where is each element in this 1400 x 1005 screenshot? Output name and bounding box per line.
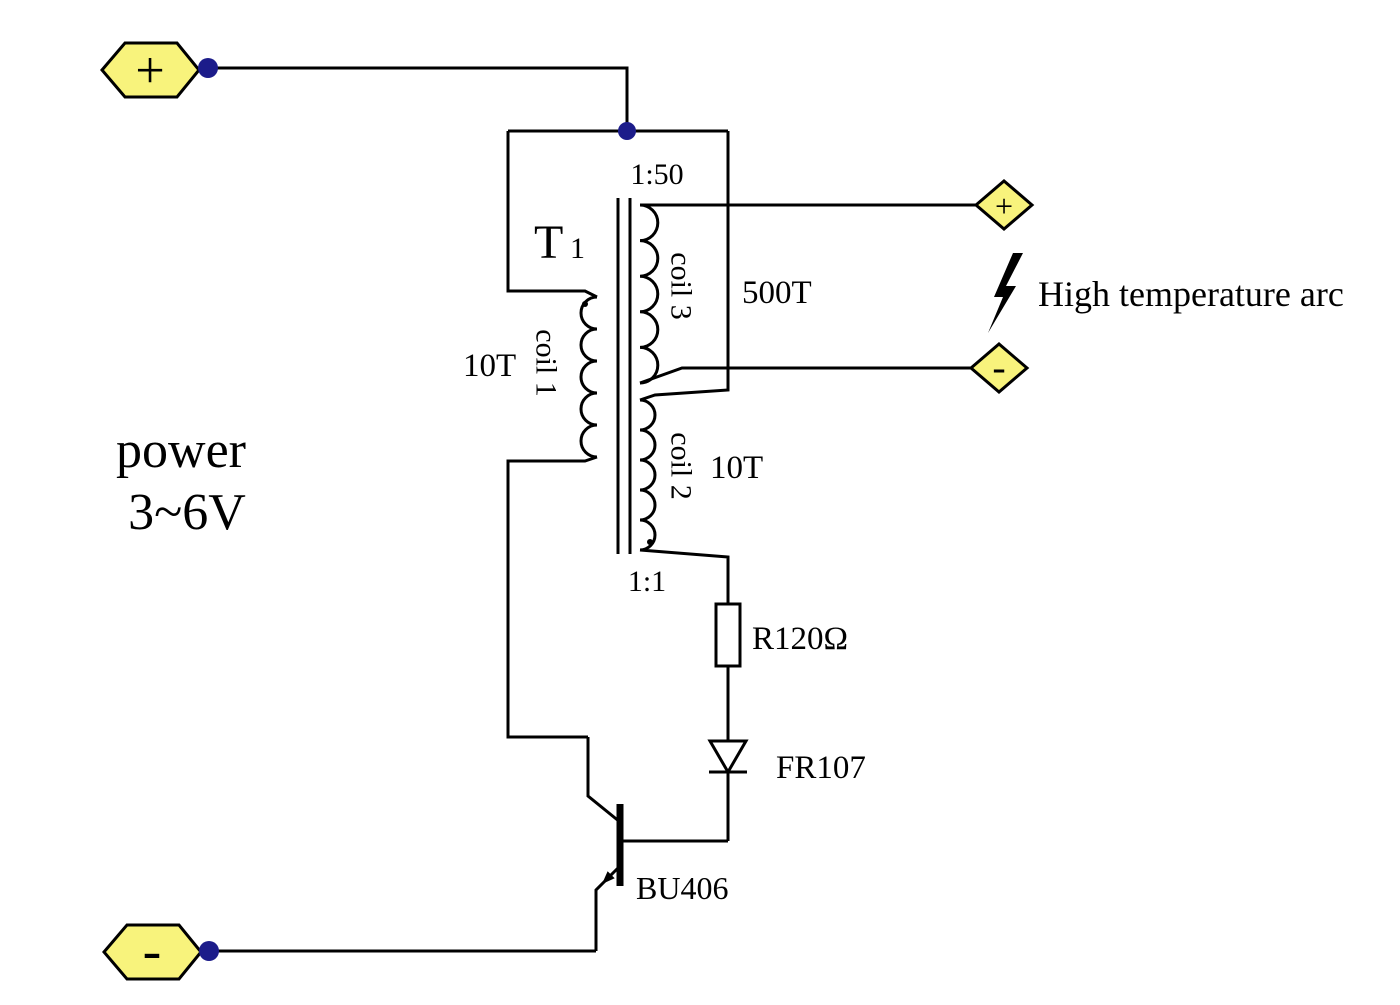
output-positive-terminal-label: + <box>995 188 1013 224</box>
input-positive-terminal-label: + <box>135 43 164 100</box>
coil1-phase-dot <box>582 301 588 307</box>
transformer-ratio-top-label: 1:50 <box>630 158 683 191</box>
coil3-name-label: coil 3 <box>665 252 698 320</box>
input-negative-node-dot <box>199 941 219 961</box>
wire-secondary-bottom-output <box>639 366 971 385</box>
wire-input-positive <box>208 66 629 131</box>
lightning-bolt-icon <box>988 253 1023 333</box>
output-negative-terminal <box>968 342 1030 394</box>
diode-triangle <box>707 739 749 775</box>
output-negative-terminal-label: - <box>992 345 1005 390</box>
coil1-name-label: coil 1 <box>530 329 563 397</box>
transistor-part-label: BU406 <box>636 870 728 906</box>
coil1-winding <box>579 295 598 459</box>
transformer-designator-label: T <box>534 216 563 269</box>
input-negative-terminal-label: - <box>143 920 162 982</box>
coil3-winding <box>639 203 660 385</box>
power-label-line2: 3~6V <box>128 484 246 541</box>
coil2-turns-label: 10T <box>710 450 763 486</box>
coil2-phase-dot <box>647 539 653 545</box>
coil2-winding <box>639 398 657 552</box>
coil1-turns-label: 10T <box>463 348 516 384</box>
resistor-value-label: R120Ω <box>752 621 848 657</box>
wire-feedback-bottom-to-resistor <box>639 548 730 604</box>
output-description-label: High temperature arc <box>1038 274 1344 314</box>
wire-right-rail-to-feedback-top <box>639 131 730 402</box>
transformer-ratio-bottom-label: 1:1 <box>628 565 666 598</box>
coil2-name-label: coil 2 <box>665 432 698 500</box>
transistor-emitter-arrow-icon <box>602 871 615 884</box>
output-positive-terminal <box>973 179 1035 231</box>
resistor-body <box>714 602 742 668</box>
wire-primary-top <box>506 131 598 299</box>
wire-primary-bottom-to-collector <box>506 455 598 739</box>
transformer-designator-sub-label: 1 <box>570 232 585 265</box>
power-label-line1: power <box>116 422 246 479</box>
transistor-emitter-lead <box>594 864 622 951</box>
top-junction-node-dot <box>618 122 636 140</box>
diode-part-label: FR107 <box>776 750 866 786</box>
input-positive-node-dot <box>198 58 218 78</box>
coil3-turns-label: 500T <box>742 275 812 311</box>
transistor-collector-lead <box>586 737 621 824</box>
